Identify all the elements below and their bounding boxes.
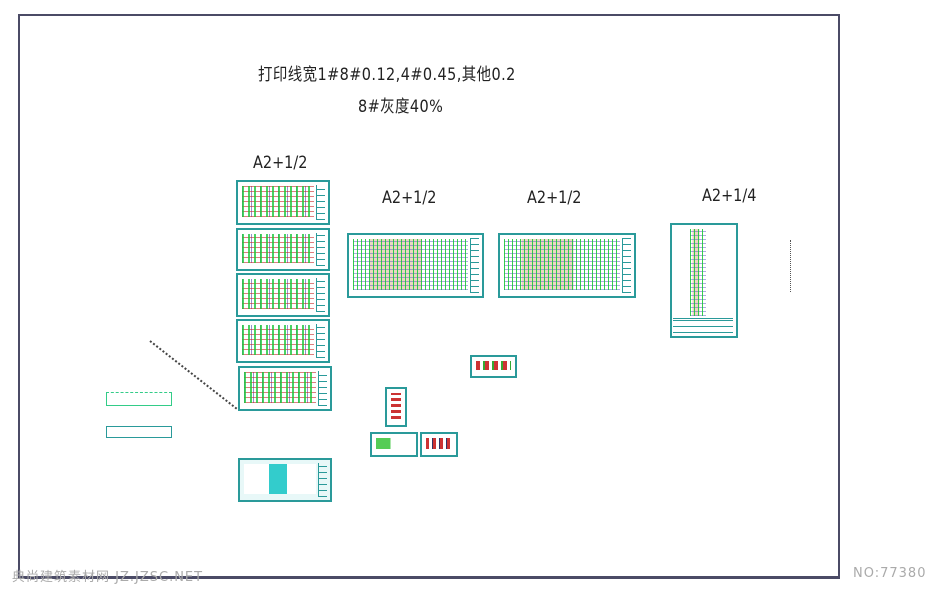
floor-plan-sheet[interactable] <box>236 273 330 317</box>
drawing-frame <box>18 14 840 579</box>
site-outline <box>106 426 172 438</box>
detail-sheet[interactable] <box>370 432 418 457</box>
sheet-size-label: A2+1/2 <box>253 153 308 173</box>
print-line-width-note: 打印线宽1#8#0.12,4#0.45,其他0.2 <box>258 65 516 85</box>
floor-plan-sheet[interactable] <box>236 180 330 225</box>
floor-plan-sheet[interactable] <box>238 366 332 411</box>
detail-sheet[interactable] <box>385 387 407 427</box>
sheet-size-label: A2+1/4 <box>702 186 757 206</box>
detail-sheet[interactable] <box>420 432 458 457</box>
section-sheet[interactable] <box>670 223 738 338</box>
floor-plan-sheet[interactable] <box>236 319 330 363</box>
sheet-size-label: A2+1/2 <box>382 188 437 208</box>
detail-sheet[interactable] <box>470 355 517 378</box>
dotted-line <box>790 240 791 292</box>
detail-sheet[interactable] <box>238 458 332 502</box>
elevation-sheet[interactable] <box>347 233 484 298</box>
gray-level-note: 8#灰度40% <box>358 97 444 117</box>
elevation-sheet[interactable] <box>498 233 636 298</box>
watermark-site: 典尚建筑素材网 JZ.JZSC.NET <box>12 570 204 585</box>
floor-plan-sheet[interactable] <box>236 228 330 271</box>
watermark-number: NO:77380 <box>853 566 927 581</box>
sheet-size-label: A2+1/2 <box>527 188 582 208</box>
site-outline <box>106 392 172 406</box>
